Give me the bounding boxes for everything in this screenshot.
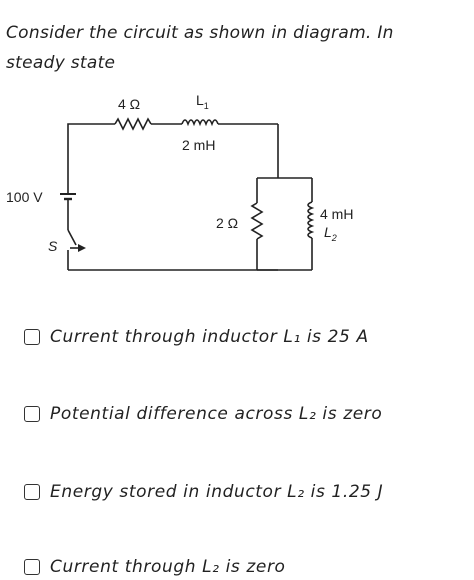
- label-r2: 2 Ω: [216, 215, 238, 231]
- checkbox-option-1[interactable]: [24, 329, 40, 345]
- inductor-l1: [181, 119, 219, 127]
- checkbox-option-3[interactable]: [24, 484, 40, 500]
- option-4-label: Current through L₂ is zero: [50, 557, 286, 577]
- question-line-2: steady state: [6, 53, 116, 73]
- inductor-l2: [307, 201, 315, 239]
- option-2-label: Potential difference across L₂ is zero: [50, 404, 383, 424]
- switch-blade: [67, 229, 77, 246]
- option-1-label: Current through inductor L₁ is 25 A: [50, 327, 369, 347]
- wire-left-top: [67, 123, 115, 186]
- circuit-diagram: 4 Ω L1 2 mH 100 V S 2 Ω 4 mH L2: [6, 92, 353, 271]
- option-3-label: Energy stored in inductor L₂ is 1.25 J: [50, 482, 384, 502]
- label-switch: S: [48, 238, 58, 254]
- checkbox-option-4[interactable]: [24, 559, 40, 575]
- resistor-4ohm: [114, 117, 152, 131]
- switch-arrow-icon: [78, 244, 86, 252]
- label-l2: L2: [324, 224, 337, 243]
- question-line-1: Consider the circuit as shown in diagram…: [6, 23, 394, 43]
- label-battery: 100 V: [6, 189, 43, 205]
- label-l1: L1: [196, 92, 209, 111]
- label-l1-value: 2 mH: [182, 137, 215, 153]
- option-2[interactable]: Potential difference across L₂ is zero: [24, 401, 382, 427]
- resistor-2ohm: [250, 202, 264, 240]
- checkbox-option-2[interactable]: [24, 406, 40, 422]
- label-l2-value: 4 mH: [320, 206, 353, 222]
- option-4[interactable]: Current through L₂ is zero: [24, 554, 286, 580]
- option-3[interactable]: Energy stored in inductor L₂ is 1.25 J: [24, 479, 383, 505]
- label-r1: 4 Ω: [118, 96, 140, 112]
- question-text: Consider the circuit as shown in diagram…: [6, 18, 466, 78]
- option-1[interactable]: Current through inductor L₁ is 25 A: [24, 324, 369, 350]
